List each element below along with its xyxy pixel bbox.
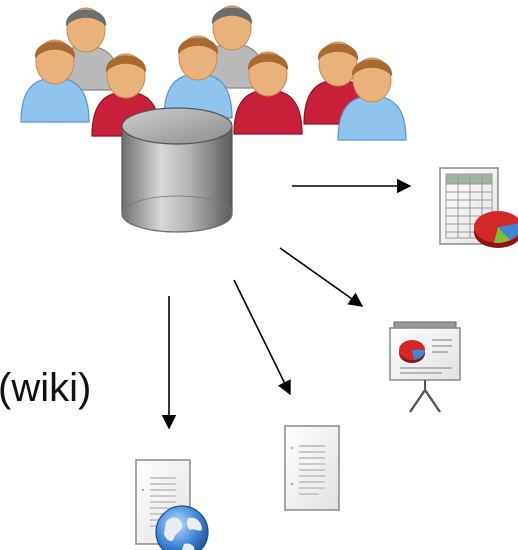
arrow-to-document [233,279,291,396]
presentation-board-icon [389,321,461,413]
text-document-icon [284,425,340,511]
web-document-globe-icon [135,459,209,550]
pie-chart-icon [399,340,426,363]
pie-chart-icon [474,211,518,248]
spreadsheet-chart-icon [439,167,518,248]
arrows [161,178,412,430]
wiki-label: (wiki) [0,366,92,410]
database-cylinder-icon [121,107,233,233]
arrow-to-presentation [279,247,364,307]
globe-icon [155,505,209,550]
